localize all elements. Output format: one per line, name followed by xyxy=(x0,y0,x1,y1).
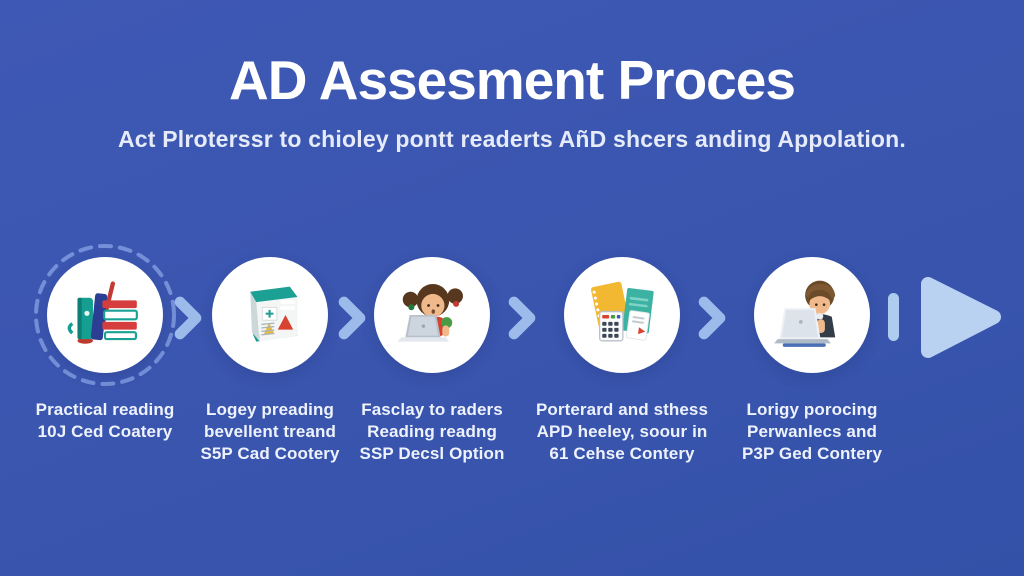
step-1-circle xyxy=(47,257,163,373)
caption-line: S5P Cad Cootery xyxy=(200,443,340,463)
caption-line: SSP Decsl Option xyxy=(359,443,505,463)
chevron-right-icon xyxy=(338,296,366,340)
step-3: Fasclay to raders Reading readng SSP Dec… xyxy=(342,257,522,464)
step-2: Logey preading bevellent treand S5P Cad … xyxy=(180,257,360,464)
caption-line: 61 Cehse Contery xyxy=(549,443,695,463)
caption-line: P3P Ged Contery xyxy=(741,443,883,463)
step-5-circle xyxy=(754,257,870,373)
step-4-circle xyxy=(564,257,680,373)
stationery-icon xyxy=(591,281,654,342)
product-box-icon xyxy=(250,286,298,342)
chevron-right-icon xyxy=(174,296,202,340)
caption-line: bevellent treand xyxy=(204,421,336,441)
caption-line: Practical reading xyxy=(35,400,175,419)
caption-line: 10J Ced Coatery xyxy=(37,421,173,441)
caption-line: Porterard and sthess xyxy=(535,400,709,419)
page-subtitle: Act Plroterssr to chioley pontt readerts… xyxy=(117,125,907,152)
step-4-caption: Porterard and sthess APD heeley, soour i… xyxy=(532,399,712,464)
header: AD Assesment Proces Act Plroterssr to ch… xyxy=(0,49,1024,153)
books-icon xyxy=(67,281,138,344)
step-5-caption: Lorigy porocing Perwanlecs and P3P Ged C… xyxy=(722,399,902,464)
caption-line: APD heeley, soour in xyxy=(536,421,708,441)
step-2-caption: Logey preading bevellent treand S5P Cad … xyxy=(180,399,360,464)
step-5: Lorigy porocing Perwanlecs and P3P Ged C… xyxy=(722,257,902,464)
caption-line: Reading readng xyxy=(367,421,497,441)
caption-line: Lorigy porocing xyxy=(746,400,878,419)
step-4: Porterard and sthess APD heeley, soour i… xyxy=(532,257,712,464)
caption-line: Fasclay to raders xyxy=(361,400,503,419)
caption-line: Logey preading xyxy=(206,400,334,419)
step-1-caption: Practical reading 10J Ced Coatery xyxy=(15,399,195,443)
step-2-circle xyxy=(212,257,328,373)
page-title: AD Assesment Proces xyxy=(229,49,796,111)
step-3-caption: Fasclay to raders Reading readng SSP Dec… xyxy=(342,399,522,464)
chevron-right-icon xyxy=(508,296,536,340)
boy-laptop-icon xyxy=(774,280,836,347)
step-3-circle xyxy=(374,257,490,373)
girl-laptop-icon xyxy=(397,284,463,342)
step-1: Practical reading 10J Ced Coatery xyxy=(15,257,195,443)
caption-line: Perwanlecs and xyxy=(747,421,877,441)
arrow-bar xyxy=(888,293,899,341)
play-arrow-icon xyxy=(921,277,1001,358)
chevron-right-icon xyxy=(698,296,726,340)
